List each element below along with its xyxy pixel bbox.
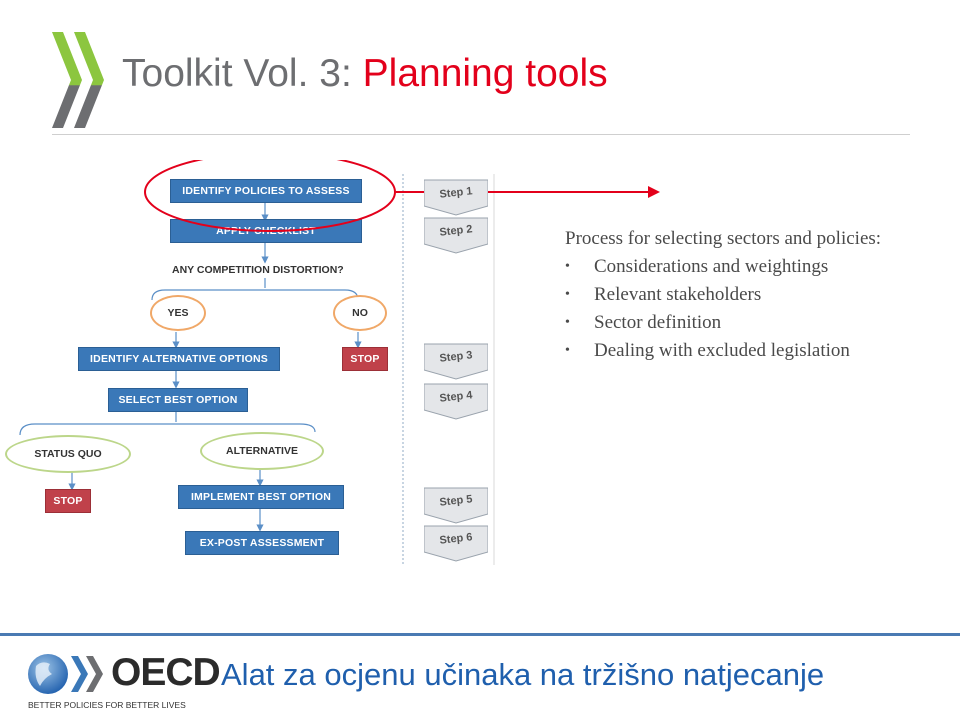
stop-box-1: STOP	[342, 347, 388, 371]
flowchart-diagram: IDENTIFY POLICIES TO ASSESS APPLY CHECKL…	[0, 160, 660, 570]
list-item: Sector definition	[565, 309, 915, 337]
oecd-logo-word: OECD	[111, 651, 221, 694]
title-divider	[52, 134, 910, 135]
list-item: Relevant stakeholders	[565, 281, 915, 309]
oecd-slogan: BETTER POLICIES FOR BETTER LIVES	[28, 700, 186, 710]
footer-divider	[0, 633, 960, 636]
no-oval: NO	[333, 295, 387, 331]
step-3: Step 3	[424, 342, 488, 380]
footer-tagline: Alat za ocjenu učinaka na tržišno natjec…	[221, 657, 825, 692]
step-6: Step 6	[424, 524, 488, 562]
list-item: Dealing with excluded legislation	[565, 337, 915, 365]
page-title: Toolkit Vol. 3: Planning tools	[122, 52, 608, 96]
ex-post-box: EX-POST ASSESSMENT	[185, 531, 339, 555]
status-quo-oval: STATUS QUO	[5, 435, 131, 473]
yes-oval: YES	[150, 295, 206, 331]
identify-policies-box: IDENTIFY POLICIES TO ASSESS	[170, 179, 362, 203]
implement-best-box: IMPLEMENT BEST OPTION	[178, 485, 344, 509]
process-description: Process for selecting sectors and polici…	[565, 225, 915, 365]
step-2: Step 2	[424, 216, 488, 254]
apply-checklist-box: APPLY CHECKLIST	[170, 219, 362, 243]
oecd-globe-icon	[28, 654, 103, 694]
process-list: Considerations and weightings Relevant s…	[565, 253, 915, 365]
identify-alternatives-box: IDENTIFY ALTERNATIVE OPTIONS	[78, 347, 280, 371]
step-5: Step 5	[424, 486, 488, 524]
competition-question: ANY COMPETITION DISTORTION?	[172, 264, 344, 276]
step-1: Step 1	[424, 178, 488, 216]
alternative-oval: ALTERNATIVE	[200, 432, 324, 470]
title-accent: Planning tools	[362, 52, 608, 95]
stop-box-2: STOP	[45, 489, 91, 513]
green-chevrons-icon	[52, 32, 104, 128]
list-item: Considerations and weightings	[565, 253, 915, 281]
process-heading: Process for selecting sectors and polici…	[565, 228, 882, 249]
step-4: Step 4	[424, 382, 488, 420]
select-best-box: SELECT BEST OPTION	[108, 388, 248, 412]
title-prefix: Toolkit Vol. 3:	[122, 52, 363, 95]
